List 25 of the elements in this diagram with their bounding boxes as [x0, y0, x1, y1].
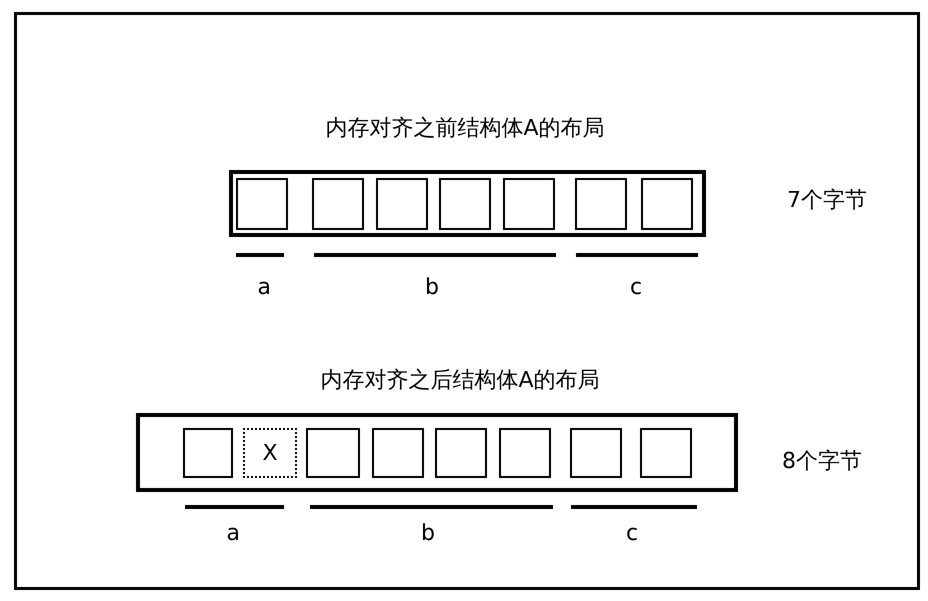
layout-heading: 内存对齐之前结构体A的布局 — [326, 115, 605, 143]
byte-box — [306, 428, 360, 478]
byte-box — [376, 178, 428, 230]
byte-count: 7个字节 — [787, 187, 867, 215]
byte-box — [503, 178, 555, 230]
byte-box — [183, 428, 233, 478]
byte-box — [435, 428, 487, 478]
field-label: b — [421, 521, 435, 546]
byte-box — [236, 178, 288, 230]
byte-box — [439, 178, 491, 230]
field-label: a — [258, 275, 271, 300]
byte-box — [372, 428, 424, 478]
byte-box — [499, 428, 551, 478]
byte-box — [570, 428, 622, 478]
field-label: b — [425, 275, 439, 300]
field-label: c — [630, 275, 642, 300]
layout-heading: 内存对齐之后结构体A的布局 — [320, 367, 600, 395]
byte-box — [641, 178, 693, 230]
byte-box — [575, 178, 627, 230]
field-label: c — [626, 521, 638, 546]
byte-box — [640, 428, 692, 478]
padding-byte-box: X — [243, 428, 297, 478]
byte-box — [312, 178, 364, 230]
field-label: a — [226, 521, 240, 546]
byte-count: 8个字节 — [782, 448, 862, 476]
